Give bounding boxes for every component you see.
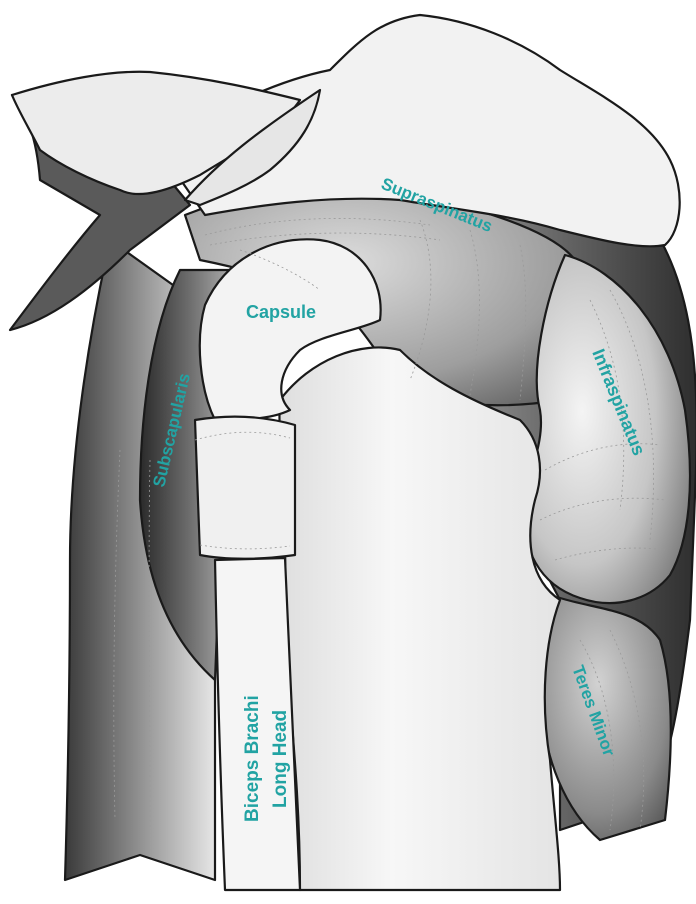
biceps-label-line2: Long Head	[270, 710, 291, 808]
humerus-bone	[279, 347, 560, 890]
capsule-label: Capsule	[246, 302, 316, 322]
transverse-ligament-band	[195, 417, 295, 559]
biceps-label-line1: Biceps Brachi	[242, 695, 263, 822]
